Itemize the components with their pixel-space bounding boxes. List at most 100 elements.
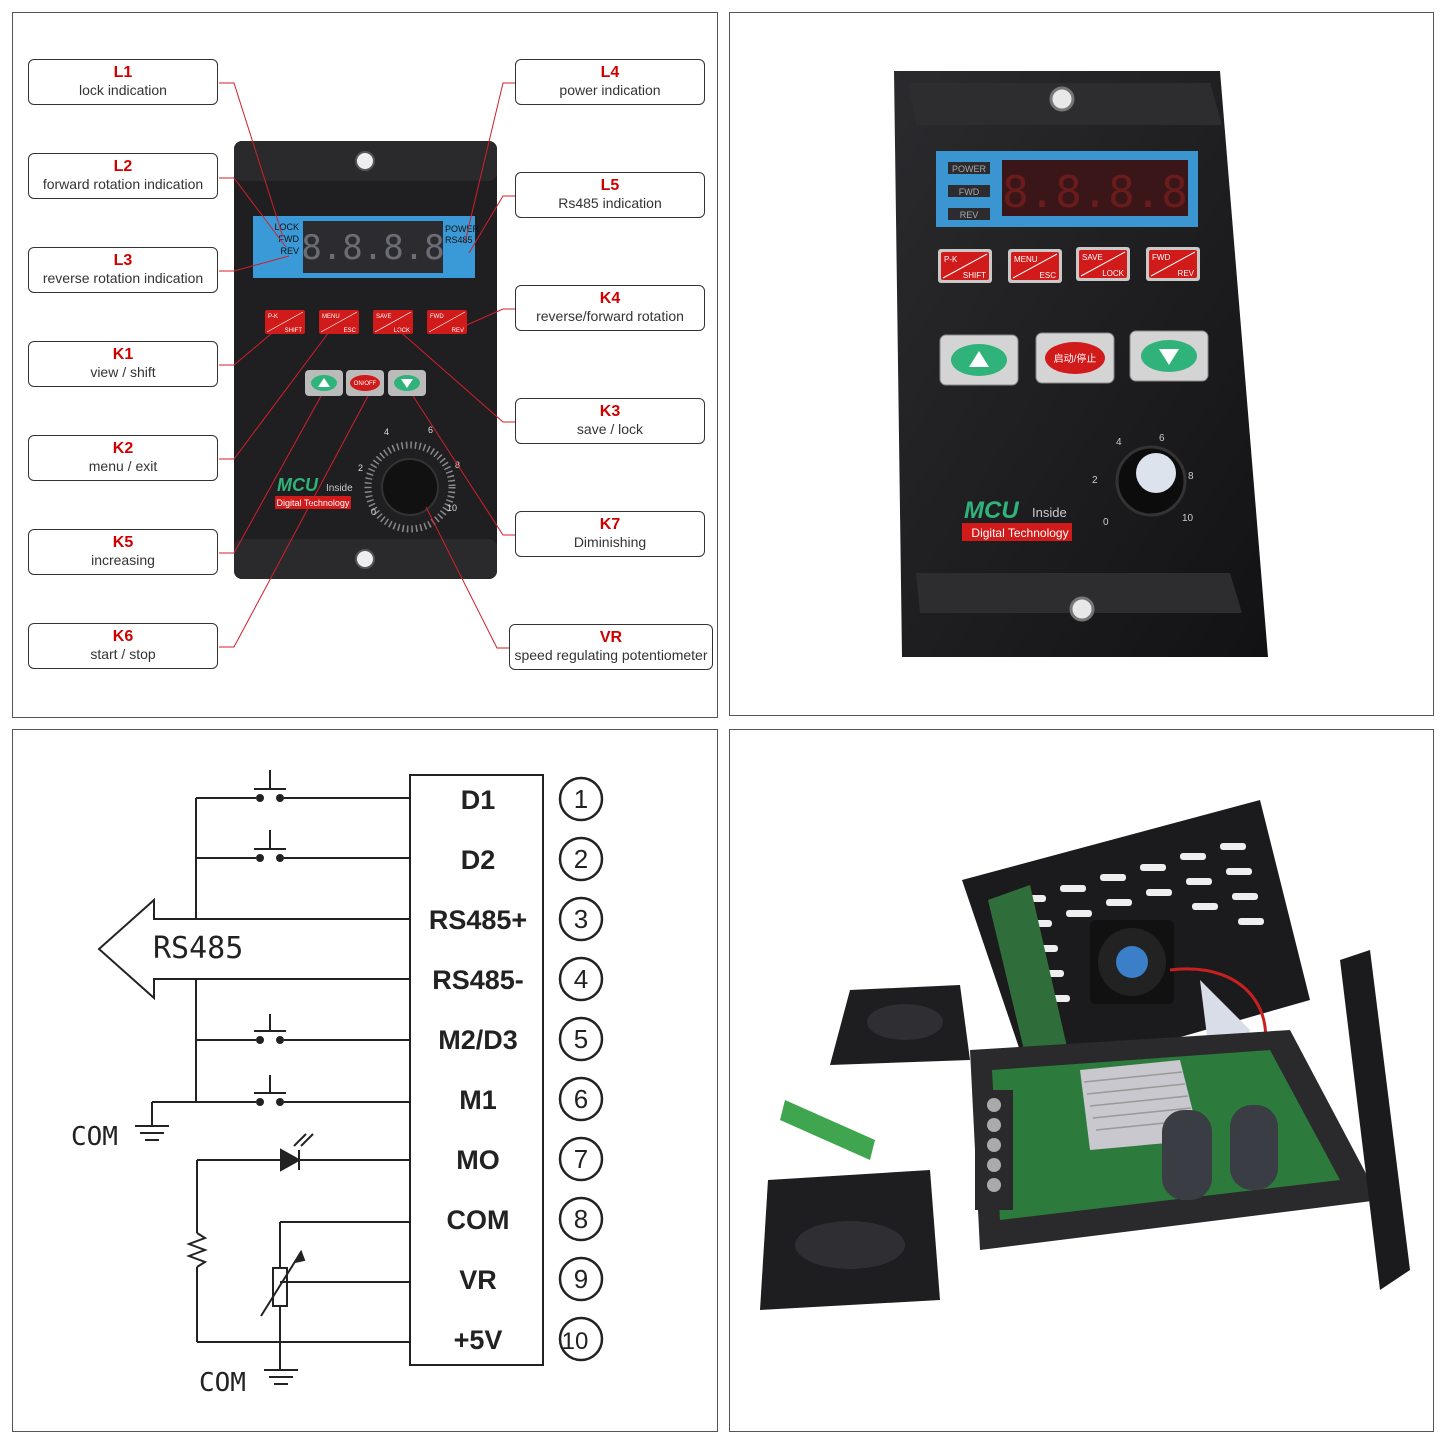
svg-text:10: 10 — [447, 503, 457, 513]
svg-text:SAVE: SAVE — [1082, 253, 1103, 262]
terminal-num-7: 7 — [574, 1144, 588, 1174]
display-digits: 8.8.8.8 — [301, 228, 444, 268]
svg-text:0: 0 — [1103, 517, 1109, 528]
svg-text:SHIFT: SHIFT — [285, 328, 303, 334]
svg-text:4: 4 — [1116, 437, 1122, 448]
svg-text:Inside: Inside — [326, 483, 353, 494]
com-label-1: COM — [71, 1122, 118, 1152]
tagline: Digital Technology — [277, 498, 350, 508]
key-pk-shift[interactable]: P-K SHIFT — [265, 310, 305, 334]
speed-potentiometer[interactable] — [364, 441, 456, 533]
com-label-2: COM — [199, 1368, 246, 1398]
led-fwd-photo: FWD — [959, 187, 980, 197]
terminal-mo: MO — [456, 1145, 500, 1175]
terminal-num-1: 1 — [574, 784, 588, 814]
brand-logo-photo: MCU — [964, 497, 1019, 524]
terminal-num-3: 3 — [574, 904, 588, 934]
terminal-com: COM — [447, 1205, 510, 1235]
key-pk-shift-photo[interactable]: P-K SHIFT — [938, 249, 992, 283]
svg-text:REV: REV — [1178, 269, 1195, 278]
led-rev-photo: REV — [960, 210, 979, 220]
svg-text:REV: REV — [452, 328, 464, 334]
speed-potentiometer-photo[interactable] — [1115, 445, 1187, 517]
green-terminal-connector — [780, 1100, 875, 1160]
terminal-m2-d3: M2/D3 — [438, 1025, 518, 1055]
down-arrow-icon — [401, 379, 413, 388]
seven-seg-display-photo — [1002, 160, 1188, 216]
seven-seg-display — [303, 221, 443, 273]
up-button[interactable] — [305, 370, 343, 396]
on-off-button[interactable]: ON/OFF — [346, 370, 384, 396]
brand-logo: MCU — [277, 475, 319, 495]
svg-text:LOCK: LOCK — [1102, 269, 1124, 278]
svg-text:ESC: ESC — [1040, 271, 1057, 280]
key-fwd-rev[interactable]: FWD REV — [427, 310, 467, 334]
terminal-num-8: 8 — [574, 1204, 588, 1234]
terminal-num-10: 10 — [562, 1328, 589, 1355]
wiring-diagram: D1 D2 RS485+ RS485- M2/D3 M1 MO COM VR +… — [71, 770, 604, 1398]
led-fwd: FWD — [279, 234, 300, 244]
led-rs485: RS485 — [445, 235, 473, 245]
capacitor-1 — [1162, 1110, 1212, 1200]
down-button-photo[interactable] — [1129, 330, 1209, 382]
svg-text:ON/OFF: ON/OFF — [354, 381, 377, 387]
terminal-rs485-plus: RS485+ — [429, 905, 527, 935]
key-menu-esc-photo[interactable]: MENU ESC — [1008, 249, 1062, 283]
svg-text:FWD: FWD — [1152, 253, 1170, 262]
led-power-photo: POWER — [952, 164, 987, 174]
key-save-lock[interactable]: SAVE LOCK — [373, 310, 413, 334]
terminal-d1: D1 — [461, 785, 496, 815]
wiring-diagram-panel: D1 D2 RS485+ RS485- M2/D3 M1 MO COM VR +… — [12, 729, 718, 1432]
svg-text:6: 6 — [428, 425, 433, 435]
mount-hole-top — [355, 151, 375, 171]
led-rev: REV — [280, 246, 299, 256]
terminal-vr: VR — [459, 1265, 497, 1295]
terminal-d2: D2 — [461, 845, 496, 875]
svg-text:LOCK: LOCK — [394, 328, 410, 334]
callout-leaders — [219, 82, 515, 649]
key-menu-esc[interactable]: MENU ESC — [319, 310, 359, 334]
svg-text:P-K: P-K — [944, 255, 958, 264]
up-arrow-icon — [318, 378, 330, 387]
keypad-photo: 8.8.8.8 POWER FWD REV P-K SHIFT MENU ESC… — [729, 12, 1434, 716]
rs485-label: RS485 — [153, 931, 243, 966]
front-bezel — [1340, 950, 1410, 1290]
up-button-photo[interactable] — [939, 334, 1019, 386]
svg-text:启动/停止: 启动/停止 — [1054, 352, 1097, 365]
up-arrow-icon-photo — [969, 351, 989, 367]
key-fwd-rev-photo[interactable]: FWD REV — [1146, 247, 1200, 281]
control-pcb — [988, 885, 1070, 1075]
terminal-num-4: 4 — [574, 964, 588, 994]
svg-text:MENU: MENU — [322, 314, 340, 320]
capacitor-2 — [1230, 1105, 1278, 1190]
key-save-lock-photo[interactable]: SAVE LOCK — [1076, 247, 1130, 281]
down-arrow-icon-photo — [1159, 349, 1179, 365]
svg-text:4: 4 — [384, 427, 389, 437]
display-digits-photo: 8.8.8.8 — [1002, 167, 1187, 218]
led-power: POWER — [445, 224, 480, 234]
svg-text:2: 2 — [358, 463, 363, 473]
circuit-wires — [97, 770, 410, 1385]
terminal-rs485-minus: RS485- — [432, 965, 524, 995]
svg-text:2: 2 — [1092, 475, 1098, 486]
terminal-block — [409, 774, 544, 1366]
led-lock: LOCK — [274, 222, 299, 232]
svg-text:6: 6 — [1159, 433, 1165, 444]
terminal-5v: +5V — [454, 1325, 503, 1355]
terminal-num-2: 2 — [574, 844, 588, 874]
down-button[interactable] — [388, 370, 426, 396]
terminal-num-6: 6 — [574, 1084, 588, 1114]
tagline-photo: Digital Technology — [971, 526, 1068, 540]
start-stop-button-photo[interactable]: 启动/停止 — [1035, 332, 1115, 384]
mount-hole-bottom — [355, 549, 375, 569]
disassembled-unit-illustration — [760, 800, 1410, 1310]
disassembled-unit-photo — [729, 729, 1434, 1432]
